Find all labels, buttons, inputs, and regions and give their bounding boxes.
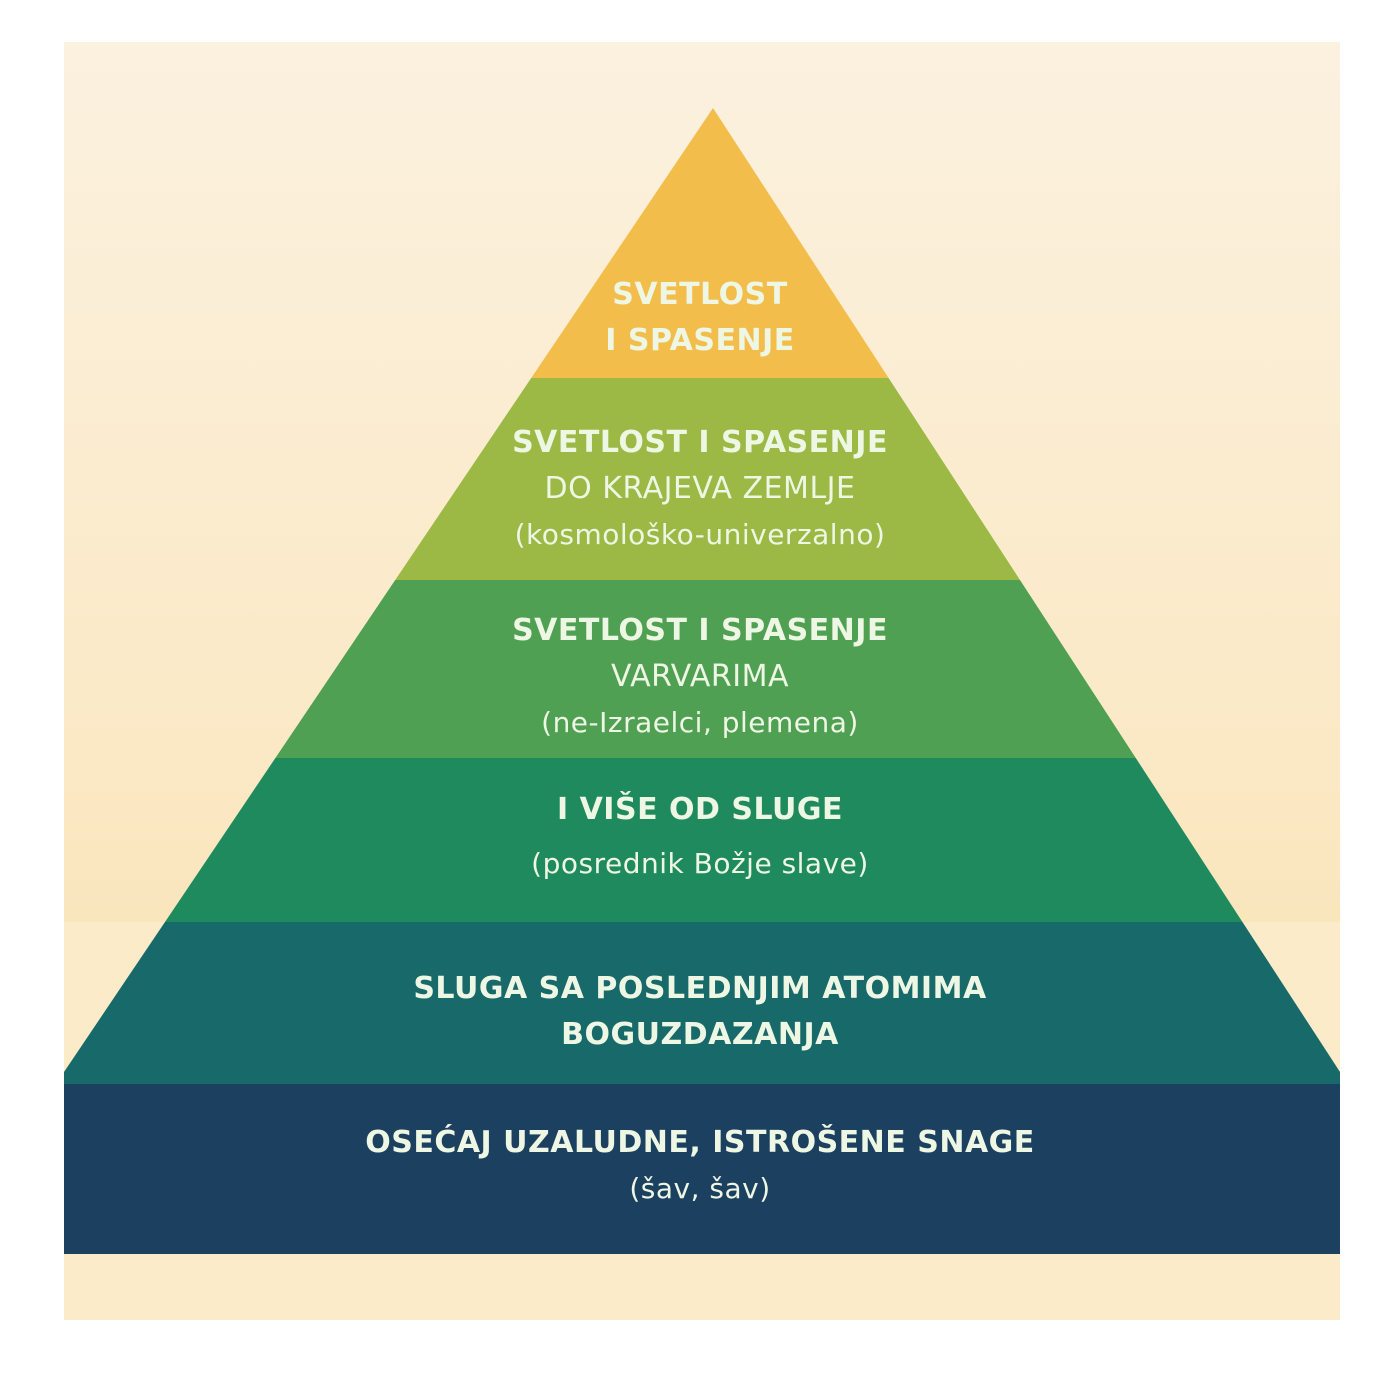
level-1-line-1: SVETLOST	[612, 277, 788, 312]
level-5-line-1: SLUGA SA POSLEDNJIM ATOMIMA	[413, 971, 987, 1006]
level-2-sub: (kosmološko-univerzalno)	[514, 518, 886, 551]
pyramid-level-6	[64, 1084, 1340, 1254]
level-6-label: OSEĆAJ UZALUDNE, ISTROŠENE SNAGE (šav, š…	[0, 1120, 1400, 1212]
pyramid-level-2	[395, 378, 1020, 580]
level-2-line-2: DO KRAJEVA ZEMLJE	[544, 471, 856, 506]
level-5-label: SLUGA SA POSLEDNJIM ATOMIMA BOGUZDAZANJA	[0, 966, 1400, 1058]
level-4-sub: (posrednik Božje slave)	[531, 847, 869, 880]
level-5-line-2: BOGUZDAZANJA	[561, 1017, 839, 1052]
level-1-label: SVETLOST I SPASENJE	[0, 272, 1400, 364]
level-3-line-1: SVETLOST I SPASENJE	[512, 613, 888, 648]
level-6-sub: (šav, šav)	[629, 1172, 771, 1205]
level-3-line-2: VARVARIMA	[610, 659, 790, 694]
level-2-line-1: SVETLOST I SPASENJE	[512, 425, 888, 460]
pyramid-level-4	[164, 758, 1243, 922]
pyramid-level-1	[531, 108, 889, 378]
level-2-label: SVETLOST I SPASENJE DO KRAJEVA ZEMLJE (k…	[0, 420, 1400, 558]
level-3-sub: (ne-Izraelci, plemena)	[541, 706, 859, 739]
pyramid-level-5	[64, 922, 1340, 1084]
pyramid-level-3	[275, 580, 1136, 758]
level-6-line-1: OSEĆAJ UZALUDNE, ISTROŠENE SNAGE	[365, 1125, 1035, 1160]
level-4-label: I VIŠE OD SLUGE (posrednik Božje slave)	[0, 787, 1400, 887]
level-3-label: SVETLOST I SPASENJE VARVARIMA (ne-Izrael…	[0, 608, 1400, 746]
level-4-line-1: I VIŠE OD SLUGE	[556, 792, 843, 827]
level-1-line-2: I SPASENJE	[605, 323, 795, 358]
